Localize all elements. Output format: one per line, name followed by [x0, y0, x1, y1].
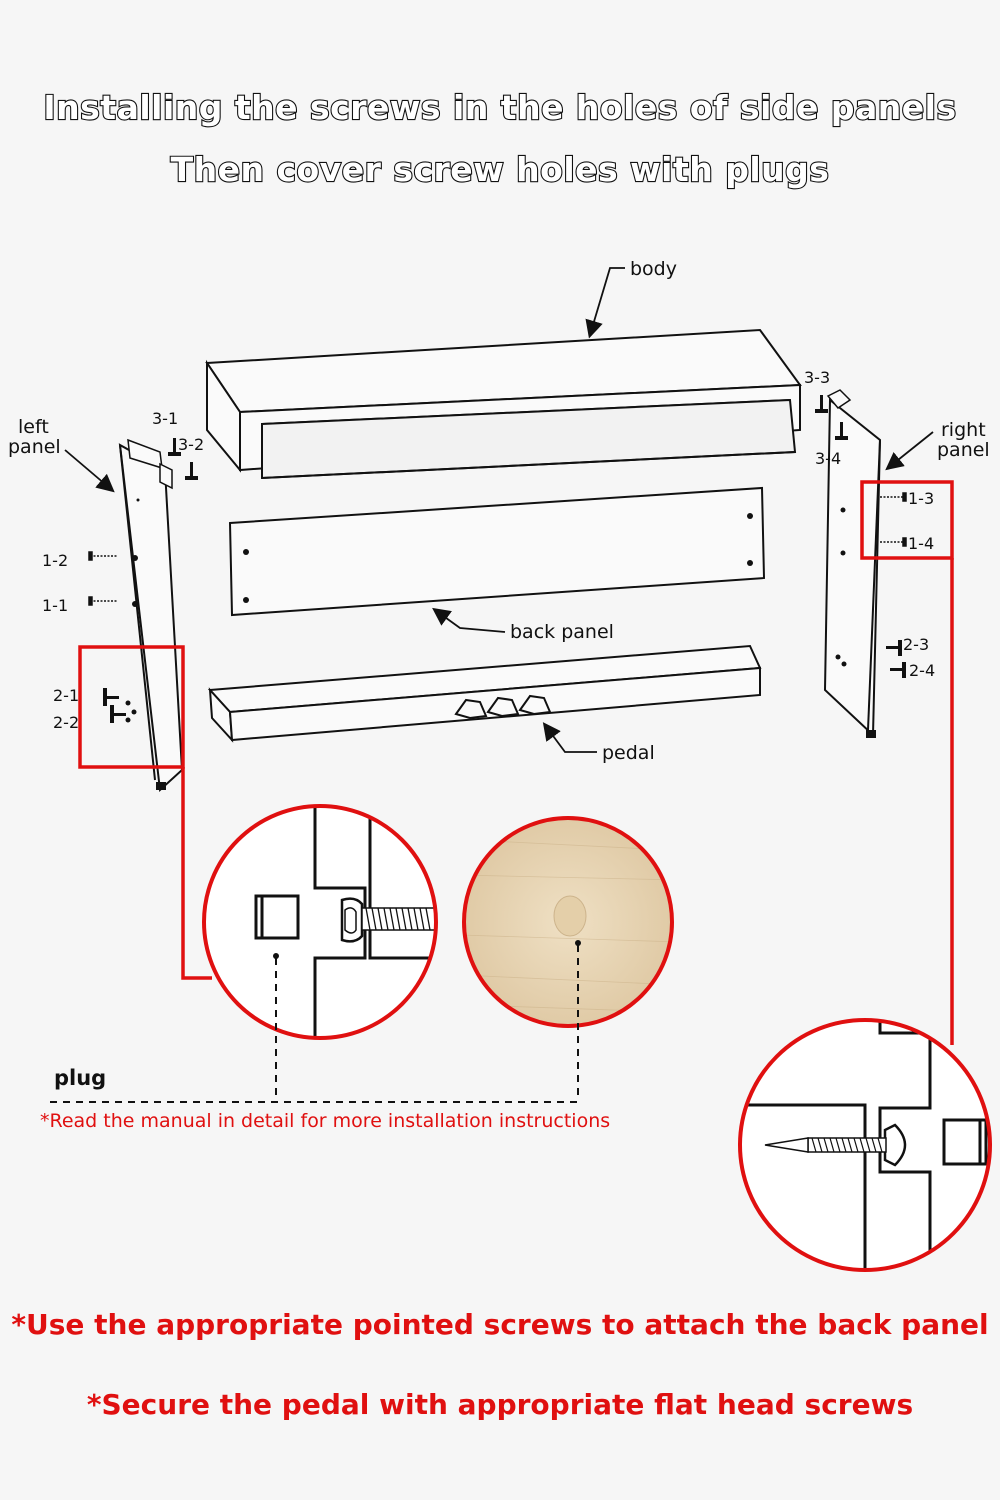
label-body: body [630, 258, 677, 280]
note-pedal-screws: *Secure the pedal with appropriate flat … [86, 1388, 914, 1421]
detail-circle-plug [462, 816, 674, 1028]
highlight-markers [78, 480, 954, 1045]
back-panel [228, 486, 766, 617]
cam-screws [103, 395, 906, 723]
pointed-screws [88, 492, 907, 606]
title-line-1: Installing the screws in the holes of si… [42, 87, 957, 128]
code-1-3: 1-3 [908, 489, 934, 508]
label-right-panel-2: panel [937, 439, 990, 461]
pedal-board [207, 644, 762, 743]
left-highlight-box [78, 645, 185, 769]
label-plug: plug [54, 1066, 106, 1090]
code-1-4: 1-4 [908, 534, 934, 553]
code-1-2: 1-2 [42, 551, 68, 570]
code-2-3: 2-3 [903, 635, 929, 654]
label-right-panel-1: right [941, 419, 986, 441]
code-3-4: 3-4 [815, 449, 841, 468]
code-2-4: 2-4 [909, 661, 935, 680]
label-left-panel-2: panel [8, 436, 61, 458]
note-back-panel-screws: *Use the appropriate pointed screws to a… [11, 1308, 989, 1341]
title-line-2: Then cover screw holes with plugs [169, 149, 830, 190]
code-2-1: 2-1 [53, 686, 79, 705]
callout-arrows [64, 267, 934, 753]
label-left-panel-1: left [18, 416, 49, 438]
plug-leader-lines [50, 945, 579, 1103]
code-1-1: 1-1 [42, 596, 68, 615]
right-side-panel [823, 389, 882, 738]
left-side-panel [118, 438, 184, 793]
detail-circle-left [202, 804, 438, 1040]
right-highlight-box [860, 480, 954, 560]
code-3-2: 3-2 [178, 435, 204, 454]
note-manual: *Read the manual in detail for more inst… [40, 1110, 611, 1132]
label-back-panel: back panel [510, 621, 614, 643]
code-2-2: 2-2 [53, 713, 79, 732]
detail-circle-right [738, 1018, 992, 1272]
code-3-1: 3-1 [152, 409, 178, 428]
piano-body [205, 328, 802, 480]
code-3-3: 3-3 [804, 368, 830, 387]
label-pedal: pedal [602, 742, 655, 764]
